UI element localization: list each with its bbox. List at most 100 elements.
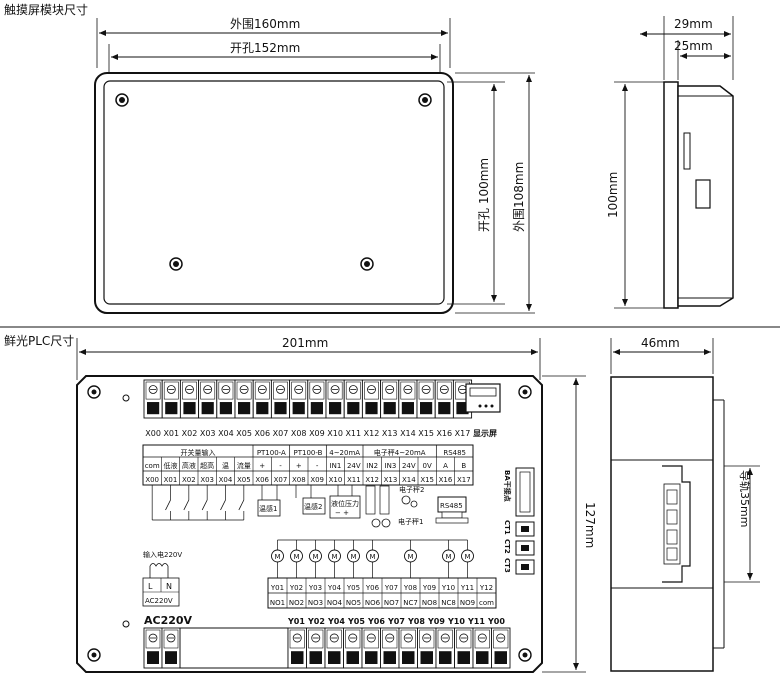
output-y-cell: Y03 bbox=[308, 584, 322, 592]
terminal-screw-icon bbox=[472, 627, 492, 669]
motor-icon: M bbox=[461, 540, 474, 578]
input-group-header: 开关量输入 bbox=[181, 448, 216, 457]
input-function-cell: 流量 bbox=[237, 461, 251, 470]
top-terminal-label: X04 bbox=[218, 429, 234, 438]
terminal-screw-icon bbox=[435, 627, 455, 669]
bottom-left-label: AC220V bbox=[144, 614, 193, 627]
terminal-screw-icon bbox=[361, 627, 381, 669]
switch-icon bbox=[201, 485, 208, 520]
input-function-cell: 24V bbox=[347, 462, 361, 470]
svg-text:温感2: 温感2 bbox=[304, 502, 322, 511]
terminal-screw-icon bbox=[454, 627, 474, 669]
input-x-cell: X13 bbox=[384, 476, 398, 484]
svg-text:Y02: Y02 bbox=[307, 617, 325, 626]
depth-body-label: 25mm bbox=[674, 39, 713, 53]
plc-depth-label: 46mm bbox=[641, 336, 680, 350]
terminal-screw-icon bbox=[398, 627, 418, 669]
svg-text:Y04: Y04 bbox=[327, 617, 345, 626]
motor-icon: M bbox=[328, 540, 341, 578]
svg-text:RS485: RS485 bbox=[440, 502, 463, 510]
svg-text:Y09: Y09 bbox=[427, 617, 445, 626]
terminal-screw-icon bbox=[416, 379, 436, 419]
input-x-cell: X14 bbox=[402, 476, 416, 484]
output-no-cell: NO6 bbox=[365, 599, 381, 607]
input-function-cell: 超高 bbox=[200, 461, 214, 470]
top-terminal-label: X12 bbox=[364, 429, 380, 438]
motor-icon: M bbox=[309, 540, 322, 578]
mounting-hole-icon bbox=[87, 385, 101, 399]
top-terminal-label: X00 bbox=[145, 429, 161, 438]
svg-text:Y11: Y11 bbox=[467, 617, 485, 626]
input-group-header: 电子秤4~20mA bbox=[374, 448, 426, 457]
terminal-screw-icon bbox=[380, 627, 400, 669]
svg-text:Y05: Y05 bbox=[347, 617, 365, 626]
outer-width-label: 外围160mm bbox=[230, 17, 300, 31]
output-no-cell: NO1 bbox=[270, 599, 285, 607]
side-connectors: BA干接点 CT1 CT2 CT3 bbox=[503, 467, 535, 575]
sensor-temp1: 温感1 bbox=[257, 485, 281, 517]
terminal-screw-icon bbox=[343, 627, 363, 669]
input-x-cell: X08 bbox=[292, 476, 306, 484]
mounting-hole-icon bbox=[518, 385, 532, 399]
top-terminal-label: X14 bbox=[400, 429, 416, 438]
cutout-width-label: 开孔152mm bbox=[230, 41, 300, 55]
switch-icon bbox=[165, 485, 171, 520]
svg-text:M: M bbox=[350, 553, 356, 561]
cutout-height-label: 开孔 100mm bbox=[477, 158, 491, 232]
input-x-cell: X05 bbox=[237, 476, 251, 484]
svg-text:液位压力: 液位压力 bbox=[331, 499, 359, 508]
input-function-cell: 24V bbox=[402, 462, 416, 470]
top-terminal-label: X10 bbox=[327, 429, 343, 438]
sensor-temp2: 温感2 bbox=[295, 485, 326, 515]
motor-icon: M bbox=[442, 540, 455, 578]
output-y-cell: Y05 bbox=[346, 584, 360, 592]
svg-text:L: L bbox=[148, 582, 153, 591]
output-y-cell: Y02 bbox=[289, 584, 303, 592]
input-x-cell: X10 bbox=[329, 476, 343, 484]
terminal-screw-icon bbox=[289, 379, 309, 419]
svg-text:− +: − + bbox=[335, 509, 349, 517]
input-group-header: PT100-A bbox=[257, 449, 286, 457]
plc-width-dimension: 201mm bbox=[76, 336, 541, 380]
terminal-screw-icon bbox=[216, 379, 236, 419]
motor-icon: M bbox=[366, 540, 379, 578]
output-no-cell: NO5 bbox=[346, 599, 361, 607]
input-x-cell: X03 bbox=[200, 476, 214, 484]
plc-height-label: 127mm bbox=[583, 502, 597, 548]
input-x-cell: X02 bbox=[182, 476, 196, 484]
plc-side-view: 46mm 导轨35mm bbox=[610, 336, 760, 672]
cutout-height-dimension: 开孔 100mm bbox=[447, 81, 505, 305]
terminal-screw-icon bbox=[306, 627, 326, 669]
terminal-screw-icon bbox=[434, 379, 454, 419]
terminal-screw-icon bbox=[179, 379, 200, 419]
output-y-cell: Y07 bbox=[384, 584, 398, 592]
input-x-cell: X12 bbox=[365, 476, 379, 484]
rs485-device: RS485 bbox=[435, 496, 469, 524]
svg-text:Y08: Y08 bbox=[407, 617, 425, 626]
ct3-label: CT3 bbox=[503, 558, 511, 573]
output-y-cell: Y04 bbox=[327, 584, 342, 592]
svg-text:Y10: Y10 bbox=[447, 617, 465, 626]
top-terminal-label: X08 bbox=[291, 429, 307, 438]
svg-text:Y07: Y07 bbox=[387, 617, 405, 626]
section2-title: 鲜光PLC尺寸 bbox=[4, 334, 74, 348]
input-x-cell: X01 bbox=[164, 476, 178, 484]
output-no-cell: NO8 bbox=[422, 599, 437, 607]
input-function-cell: IN1 bbox=[330, 462, 342, 470]
scale2-label: 电子秤2 bbox=[399, 485, 424, 494]
input-function-cell: com bbox=[145, 462, 160, 470]
mounting-hole-icon bbox=[87, 648, 101, 662]
section1-title: 触摸屏模块尺寸 bbox=[4, 3, 88, 17]
output-y-cell: Y11 bbox=[460, 584, 474, 592]
terminal-screw-icon bbox=[161, 379, 181, 419]
input-x-cell: X07 bbox=[274, 476, 288, 484]
terminal-screw-icon bbox=[398, 379, 418, 419]
depth-total-label: 29mm bbox=[674, 17, 713, 31]
motor-icon: M bbox=[290, 540, 303, 578]
top-terminal-label: X06 bbox=[254, 429, 270, 438]
input-group-header: PT100-B bbox=[294, 449, 323, 457]
